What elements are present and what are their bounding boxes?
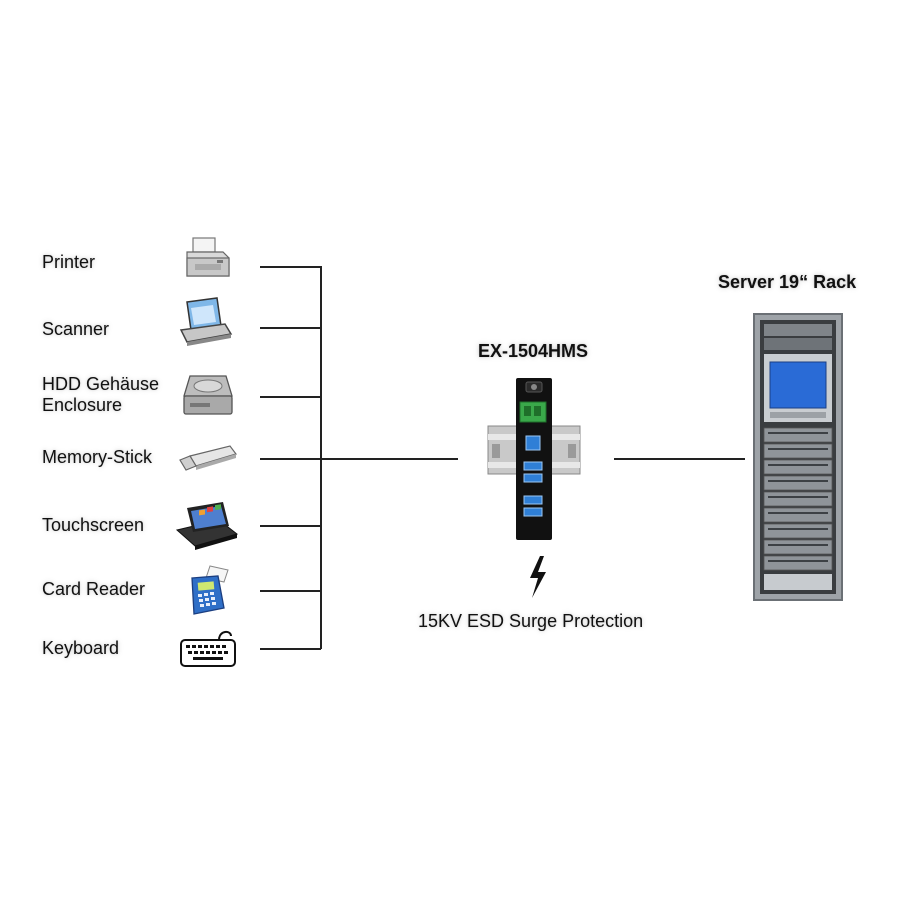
- device-label-memory-stick: Memory-Stick: [42, 447, 153, 467]
- device-label-hdd-line1: HDD Gehäuse: [42, 374, 160, 394]
- connector-trunk: [320, 266, 322, 649]
- usb-hub-icon: [486, 378, 582, 542]
- printer-icon: [183, 236, 233, 284]
- connector-to-hub: [320, 458, 458, 460]
- server-rack-icon: [753, 313, 843, 601]
- connector-memory-stick: [260, 458, 321, 460]
- hub-protection-label: 15KV ESD Surge Protection: [418, 611, 644, 631]
- memory-stick-icon: [178, 444, 238, 474]
- device-label-printer: Printer: [42, 252, 96, 272]
- hub-title: EX-1504HMS: [478, 341, 589, 361]
- connector-touchscreen: [260, 525, 321, 527]
- device-label-card-reader: Card Reader: [42, 579, 146, 599]
- connector-hdd: [260, 396, 321, 398]
- server-title: Server 19“ Rack: [718, 272, 857, 292]
- touchscreen-icon: [173, 500, 239, 552]
- connector-hub-to-server: [614, 458, 745, 460]
- connector-scanner: [260, 327, 321, 329]
- scanner-icon: [177, 296, 235, 348]
- connector-keyboard: [260, 648, 321, 650]
- hdd-enclosure-icon: [182, 372, 234, 418]
- keyboard-icon: [179, 626, 237, 670]
- connector-card-reader: [260, 590, 321, 592]
- card-reader-icon: [180, 564, 234, 616]
- device-label-hdd-line2: Enclosure: [42, 395, 123, 415]
- lightning-icon: [526, 556, 550, 600]
- device-label-keyboard: Keyboard: [42, 638, 120, 658]
- connector-printer: [260, 266, 321, 268]
- device-label-scanner: Scanner: [42, 319, 110, 339]
- device-label-touchscreen: Touchscreen: [42, 515, 145, 535]
